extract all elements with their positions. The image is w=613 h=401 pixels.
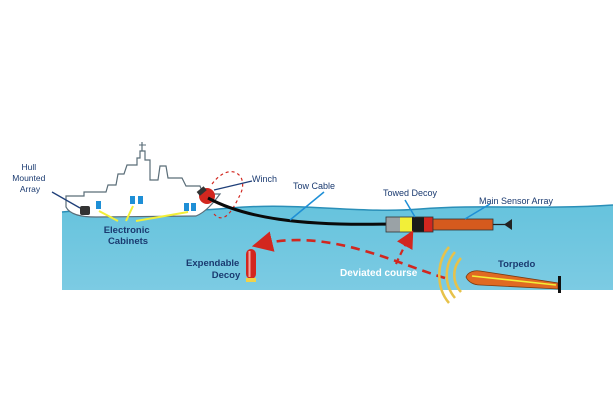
main-sensor-array-label: Main Sensor Array xyxy=(479,196,554,206)
electronic-cabinet-icon xyxy=(191,203,196,211)
towed-decoy xyxy=(385,216,434,233)
main-sensor-array xyxy=(432,218,512,231)
towed-decoy-label: Towed Decoy xyxy=(383,188,438,198)
tow-cable-label: Tow Cable xyxy=(293,181,335,191)
expendable-decoy-label: Expendable Decoy xyxy=(186,258,242,281)
torpedo xyxy=(465,270,561,293)
decoy-lure-arrow xyxy=(394,230,414,265)
callout-lines xyxy=(51,180,491,222)
hull-mounted-array-label: Hull Mounted Array xyxy=(12,162,47,194)
ship xyxy=(65,142,222,218)
decoy-launch-trajectory xyxy=(211,171,244,219)
sea xyxy=(62,205,613,290)
electronic-cabinet-icon xyxy=(130,196,135,204)
deviated-course-label: Deviated course xyxy=(340,268,418,279)
deviated-course-path xyxy=(251,231,446,280)
torpedo-label: Torpedo xyxy=(498,259,535,270)
electronic-cabinet-icon xyxy=(96,201,101,209)
tow-cable xyxy=(207,196,389,226)
electronic-cabinet-icon xyxy=(138,196,143,204)
winch-label: Winch xyxy=(252,174,277,184)
sonar-waves-icon xyxy=(438,246,462,304)
expendable-decoy xyxy=(246,249,256,282)
hull-mounted-array-icon xyxy=(80,206,90,215)
electronic-cabinets-label: Electronic Cabinets xyxy=(104,225,153,247)
electronic-cabinet-icon xyxy=(184,203,189,211)
